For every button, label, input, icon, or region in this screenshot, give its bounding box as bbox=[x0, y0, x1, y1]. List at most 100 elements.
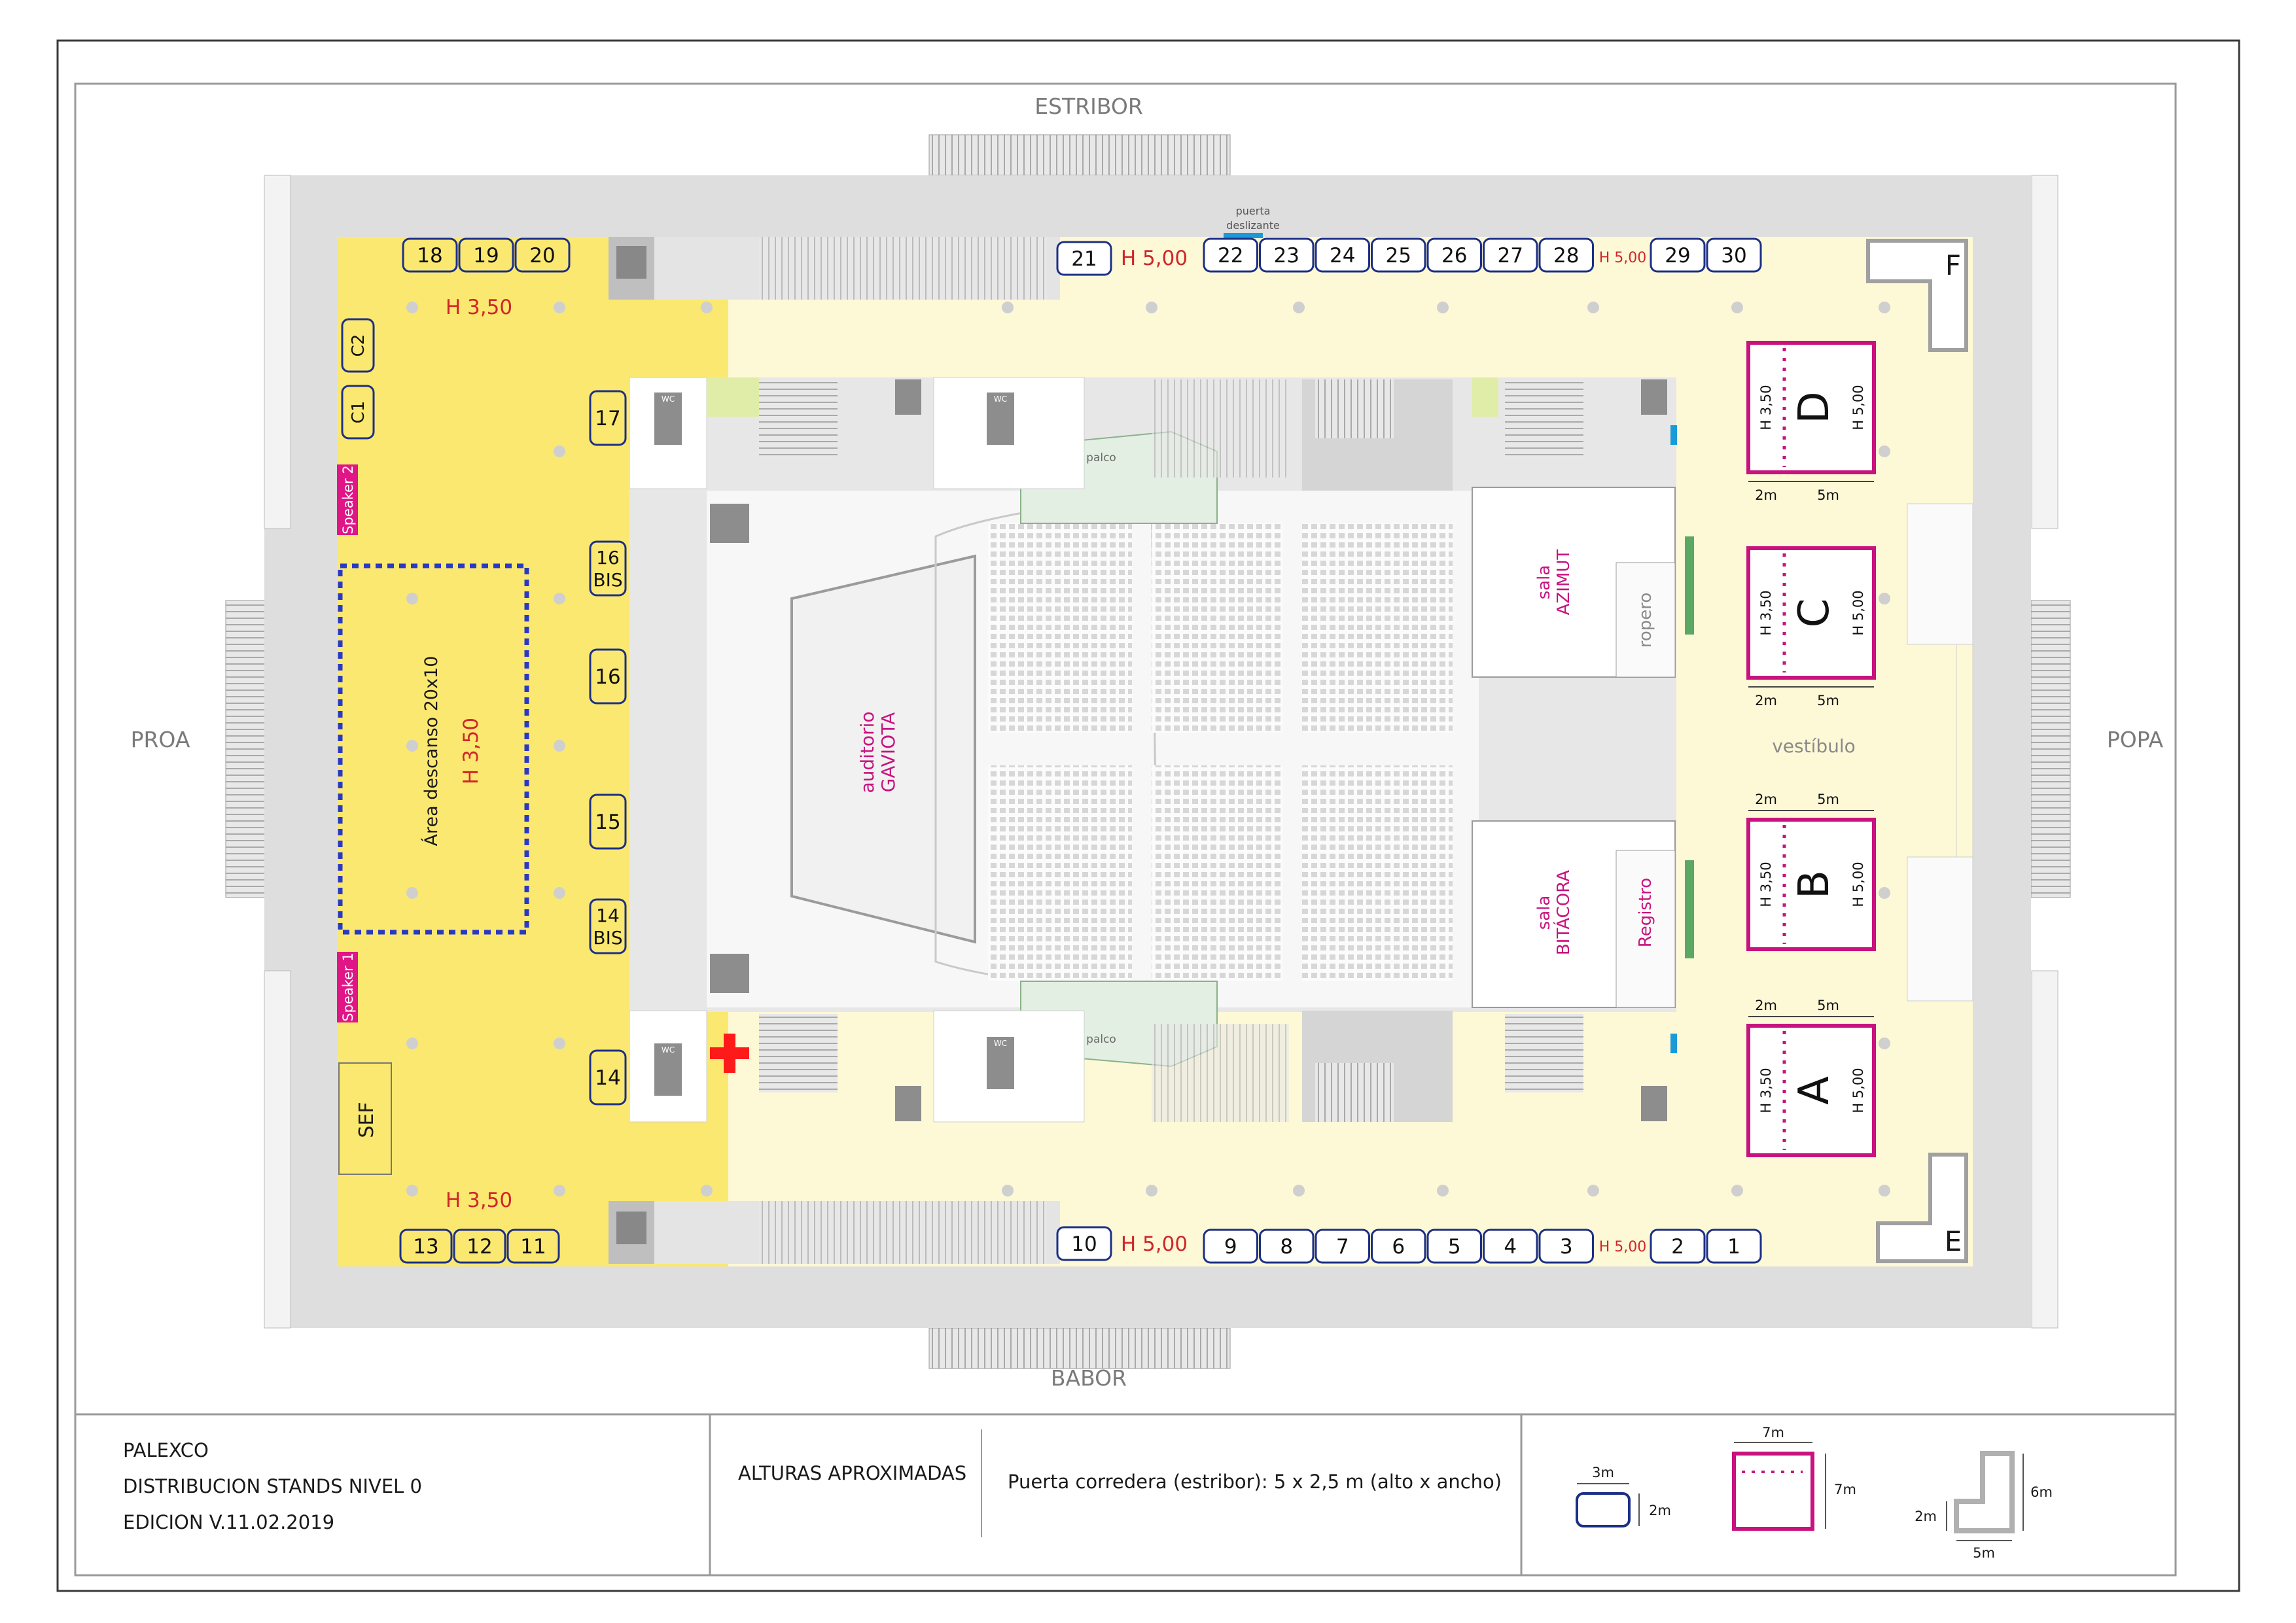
booth-box[interactable] bbox=[589, 540, 627, 597]
speaker-2[interactable] bbox=[337, 464, 358, 535]
booth-13[interactable]: 13 bbox=[399, 1229, 453, 1264]
stand-box[interactable] bbox=[1746, 546, 1876, 680]
booth-box[interactable] bbox=[514, 237, 571, 273]
booth-27[interactable]: 27 bbox=[1483, 237, 1538, 273]
booth-C2[interactable]: C2 bbox=[341, 318, 375, 373]
stand-dim-a: 2m bbox=[1755, 487, 1777, 503]
booth-4[interactable]: 4 bbox=[1483, 1229, 1538, 1264]
booth-box[interactable] bbox=[589, 794, 627, 850]
seats-block-1 bbox=[988, 523, 1132, 733]
booth-number: 3 bbox=[1560, 1235, 1573, 1259]
booth-box[interactable] bbox=[1483, 237, 1538, 273]
booth-29[interactable]: 29 bbox=[1650, 237, 1706, 273]
booth-1[interactable]: 1 bbox=[1706, 1229, 1762, 1264]
booth-box[interactable] bbox=[1706, 237, 1762, 273]
booth-number: 29 bbox=[1665, 244, 1690, 268]
booth-box[interactable] bbox=[589, 898, 627, 954]
booth-30[interactable]: 30 bbox=[1706, 237, 1762, 273]
stairs-right bbox=[2030, 600, 2071, 898]
booth-11[interactable]: 11 bbox=[506, 1229, 560, 1264]
booth-20[interactable]: 20 bbox=[514, 237, 571, 273]
booth-19[interactable]: 19 bbox=[458, 237, 514, 273]
elevator-icon bbox=[1641, 1086, 1667, 1121]
booth-10[interactable]: 10 bbox=[1056, 1226, 1112, 1261]
rest-area-title: Área descanso 20x10 bbox=[421, 656, 442, 846]
booth-box[interactable] bbox=[1056, 1226, 1112, 1261]
booth-box[interactable] bbox=[589, 390, 627, 446]
booth-24[interactable]: 24 bbox=[1315, 237, 1370, 273]
booth-2[interactable]: 2 bbox=[1650, 1229, 1706, 1264]
booth-14[interactable]: 14 bbox=[589, 1049, 627, 1106]
corner-stand-F[interactable] bbox=[1866, 239, 1968, 352]
stand-box[interactable] bbox=[1746, 341, 1876, 474]
booth-3[interactable]: 3 bbox=[1538, 1229, 1594, 1264]
stand-box[interactable] bbox=[1746, 1024, 1876, 1157]
booth-box[interactable] bbox=[1259, 1229, 1315, 1264]
auditorio-label-1: auditorio bbox=[857, 712, 878, 794]
stand-right-height: H 5,00 bbox=[1850, 862, 1866, 907]
booth-18[interactable]: 18 bbox=[402, 237, 458, 273]
booth-box[interactable] bbox=[399, 1229, 453, 1264]
booth-number: 24 bbox=[1330, 244, 1355, 268]
corner-stand-E[interactable] bbox=[1876, 1153, 1968, 1263]
elevator-icon bbox=[895, 379, 921, 415]
booth-box[interactable] bbox=[589, 648, 627, 705]
booth-box[interactable] bbox=[506, 1229, 560, 1264]
booth-box[interactable] bbox=[458, 237, 514, 273]
booth-15[interactable]: 15 bbox=[589, 794, 627, 850]
booth-C1[interactable]: C1 bbox=[341, 385, 375, 440]
booth-box[interactable] bbox=[589, 1049, 627, 1106]
booth-box[interactable] bbox=[341, 385, 375, 440]
booth-25[interactable]: 25 bbox=[1371, 237, 1426, 273]
booth-12[interactable]: 12 bbox=[453, 1229, 506, 1264]
booth-22[interactable]: 22 bbox=[1203, 237, 1258, 273]
booth-16[interactable]: 16 bbox=[589, 648, 627, 705]
palco-label-top: palco bbox=[1086, 451, 1116, 464]
speaker-1[interactable] bbox=[337, 952, 358, 1022]
stand-box[interactable] bbox=[1746, 818, 1876, 951]
booth-21[interactable]: 21 bbox=[1056, 241, 1112, 276]
booth-7[interactable]: 7 bbox=[1315, 1229, 1370, 1264]
booth-box[interactable] bbox=[1706, 1229, 1762, 1264]
legend-booth-width: 3m bbox=[1592, 1465, 1614, 1480]
booth-box[interactable] bbox=[1315, 1229, 1370, 1264]
booth-28[interactable]: 28 bbox=[1538, 237, 1594, 273]
booth-number: C2 bbox=[349, 334, 368, 357]
booth-9[interactable]: 9 bbox=[1203, 1229, 1258, 1264]
booth-box[interactable] bbox=[1650, 1229, 1706, 1264]
booth-box[interactable] bbox=[1426, 237, 1482, 273]
booth-box[interactable] bbox=[1650, 237, 1706, 273]
bitacora-label-2: BITÁCORA bbox=[1553, 870, 1574, 955]
bitacora-label-1: sala bbox=[1534, 896, 1554, 930]
booth-box[interactable] bbox=[1371, 237, 1426, 273]
booth-box[interactable] bbox=[453, 1229, 506, 1264]
booth-23[interactable]: 23 bbox=[1259, 237, 1315, 273]
booth-8[interactable]: 8 bbox=[1259, 1229, 1315, 1264]
booth-box[interactable] bbox=[1203, 1229, 1258, 1264]
sef-box[interactable] bbox=[338, 1062, 392, 1175]
booth-box[interactable] bbox=[1426, 1229, 1482, 1264]
booth-box[interactable] bbox=[1259, 237, 1315, 273]
booth-box[interactable] bbox=[1538, 1229, 1594, 1264]
booth-box[interactable] bbox=[341, 318, 375, 373]
booth-box[interactable] bbox=[402, 237, 458, 273]
booth-26[interactable]: 26 bbox=[1426, 237, 1482, 273]
booth-box[interactable] bbox=[1371, 1229, 1426, 1264]
wc-icon bbox=[654, 1043, 682, 1096]
booth-box[interactable] bbox=[1203, 237, 1258, 273]
booth-17[interactable]: 17 bbox=[589, 390, 627, 446]
booth-box[interactable] bbox=[1483, 1229, 1538, 1264]
height-top-left: H 3,50 bbox=[446, 296, 512, 319]
height-top-mid: H 5,00 bbox=[1121, 247, 1188, 270]
booth-5[interactable]: 5 bbox=[1426, 1229, 1482, 1264]
booth-box[interactable] bbox=[1056, 241, 1112, 276]
booth-box[interactable] bbox=[1315, 237, 1370, 273]
booth-box[interactable] bbox=[1538, 237, 1594, 273]
booth-6[interactable]: 6 bbox=[1371, 1229, 1426, 1264]
